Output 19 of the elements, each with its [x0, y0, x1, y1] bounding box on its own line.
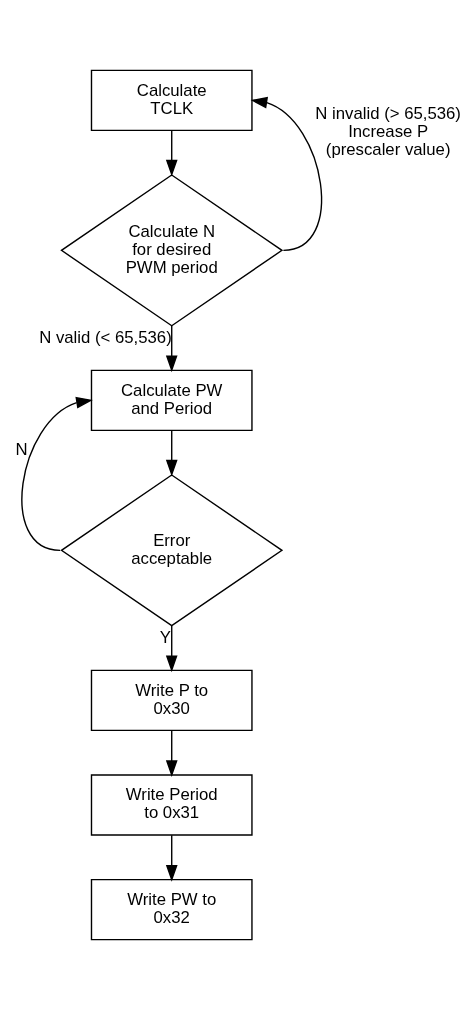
arrow	[165, 729, 178, 778]
edge-label: N invalid (> 65,536) Increase P (prescaler value)	[314, 103, 461, 160]
arrow	[250, 96, 322, 252]
arrow	[165, 129, 178, 177]
node-box: Write P to 0x30	[90, 669, 253, 732]
node-box: Calculate TCLK	[90, 69, 253, 132]
node-box: Write PW to 0x32	[90, 878, 253, 941]
arrow	[165, 834, 178, 882]
edge-label: N	[15, 440, 28, 460]
node-diamond: Calculate N for desired PWM period	[59, 174, 283, 327]
arrow	[165, 429, 178, 477]
arrow	[165, 625, 178, 673]
edge-label: Y	[159, 628, 171, 647]
edge-label: N valid (< 65,536)	[38, 328, 172, 347]
node-box: Calculate PW and Period	[90, 369, 253, 432]
node-diamond: Error acceptable	[59, 474, 283, 627]
arrow	[20, 396, 93, 552]
arrow	[165, 325, 178, 373]
node-box: Write Period to 0x31	[90, 774, 253, 836]
